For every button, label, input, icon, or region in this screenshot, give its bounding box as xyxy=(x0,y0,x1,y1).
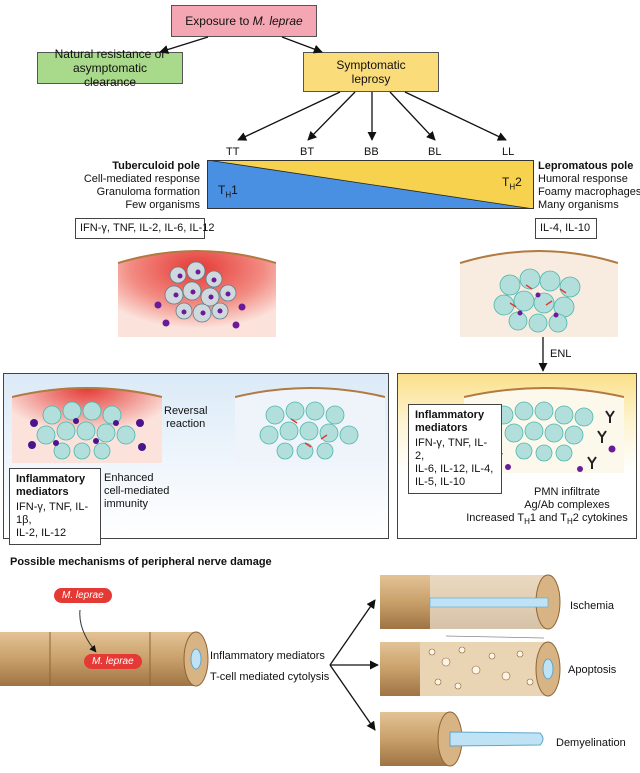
organism-label-upper-text: M. leprae xyxy=(62,590,104,601)
tuberculoid-cytokines-box: IFN-γ, TNF, IL-2, IL-6, IL-12 xyxy=(75,218,214,239)
enl-mediators-title: Inflammatory xyxy=(415,409,485,421)
spectrum-tt: TT xyxy=(226,146,240,158)
lepromatous-title: Lepromatous pole xyxy=(538,160,634,172)
enhanced-line: Enhanced xyxy=(104,472,154,484)
arrow-to-bt xyxy=(307,91,356,141)
exposure-prefix: Exposure to xyxy=(185,14,253,28)
arrow-to-symptomatic xyxy=(281,36,323,54)
enl-mediators-line: IL-6, IL-12, IL-4, xyxy=(415,463,494,475)
reversal-label-line2: reaction xyxy=(166,418,206,430)
th2-main: T xyxy=(502,175,510,189)
enl-mediators-line: IFN-γ, TNF, IL-2, xyxy=(415,437,488,462)
reversal-mediators-title: mediators xyxy=(16,486,69,498)
enl-note3-sub1: H xyxy=(524,517,530,527)
reversal-label: Reversal reaction xyxy=(164,405,207,431)
th2-label: TH2 xyxy=(502,176,522,193)
reversal-label-line1: Reversal xyxy=(164,405,208,417)
enl-mediators-box: Inflammatory mediators IFN-γ, TNF, IL-2,… xyxy=(408,404,502,494)
tuberculoid-pole-text: Tuberculoid pole Cell-mediated response … xyxy=(84,160,200,212)
enl-note: Ag/Ab complexes xyxy=(524,499,610,511)
symptomatic-leprosy-box: Symptomatic leprosy xyxy=(303,52,439,92)
enl-mediators-title: mediators xyxy=(415,422,468,434)
enl-mediators-line: IL-5, IL-10 xyxy=(415,476,466,488)
exposure-organism: M. leprae xyxy=(252,14,303,28)
natural-resistance-text: Natural resistance or asymptomatic clear… xyxy=(54,47,166,89)
arrow-to-bl xyxy=(389,91,436,141)
enl-note3-sub2: H xyxy=(566,517,573,527)
nerve-damage-illustration xyxy=(0,574,561,767)
th2-sub: H xyxy=(509,182,516,192)
th1-main: T xyxy=(218,183,226,197)
lepromatous-lesion-illustration xyxy=(460,250,618,337)
enl-note: PMN infiltrate xyxy=(533,486,601,498)
reversal-source-lesion-illustration xyxy=(235,387,385,463)
nerve-damage-heading: Possible mechanisms of peripheral nerve … xyxy=(10,556,272,568)
reversal-mediators-line: IFN-γ, TNF, IL-1β, xyxy=(16,501,89,526)
spectrum-ll: LL xyxy=(502,146,515,158)
outcome-ischemia: Ischemia xyxy=(570,600,615,612)
enhanced-line: cell-mediated xyxy=(104,485,170,497)
organism-label-upper: M. leprae xyxy=(54,588,112,603)
organism-label-lower: M. leprae xyxy=(84,654,142,669)
symptomatic-leprosy-text: Symptomatic leprosy xyxy=(336,58,406,86)
enl-label: ENL xyxy=(550,348,572,360)
enhanced-line: immunity xyxy=(104,498,149,510)
arrow-to-ll xyxy=(404,91,507,141)
tuberculoid-line: Cell-mediated response xyxy=(83,173,200,185)
enl-note3-prefix: Increased T xyxy=(466,512,525,524)
enhanced-immunity-text: Enhanced cell-mediated immunity xyxy=(104,472,169,511)
th-spectrum-bar xyxy=(207,160,534,209)
reversal-mediators-box: Inflammatory mediators IFN-γ, TNF, IL-1β… xyxy=(9,468,101,545)
lepromatous-pole-text: Lepromatous pole Humoral response Foamy … xyxy=(538,160,640,212)
enl-note-cytokines: Increased TH1 and TH2 cytokines xyxy=(457,512,637,528)
natural-resistance-box: Natural resistance or asymptomatic clear… xyxy=(37,47,183,89)
lepromatous-line: Foamy macrophages xyxy=(538,186,640,198)
spectrum-bt: BT xyxy=(300,146,315,158)
reversal-lesion-illustration xyxy=(12,387,162,463)
outcome-demyelination: Demyelination xyxy=(556,737,626,749)
tuberculoid-line: Few organisms xyxy=(125,199,200,211)
spectrum-bl: BL xyxy=(428,146,442,158)
tuberculoid-title: Tuberculoid pole xyxy=(112,160,200,172)
spectrum-bb: BB xyxy=(364,146,379,158)
mechanism-tcell: T-cell mediated cytolysis xyxy=(210,671,330,683)
th1-sub: H xyxy=(225,190,232,200)
mechanism-inflammatory: Inflammatory mediators xyxy=(210,650,325,662)
arrow-to-tt xyxy=(237,91,341,141)
th1-end: 1 xyxy=(231,183,238,197)
enl-note3-mid: 1 and T xyxy=(529,512,567,524)
tuberculoid-lesion-illustration xyxy=(118,250,276,337)
enl-notes: PMN infiltrate Ag/Ab complexes Increased… xyxy=(466,486,637,528)
arrow-to-natural xyxy=(159,36,209,54)
lepromatous-line: Many organisms xyxy=(538,199,619,211)
lepromatous-cytokines-box: IL-4, IL-10 xyxy=(535,218,597,239)
reversal-mediators-title: Inflammatory xyxy=(16,473,86,485)
th2-end: 2 xyxy=(515,175,522,189)
lepromatous-line: Humoral response xyxy=(538,173,628,185)
outcome-apoptosis: Apoptosis xyxy=(568,664,617,676)
tuberculoid-line: Granuloma formation xyxy=(96,186,200,198)
enl-note3-end: 2 cytokines xyxy=(572,512,628,524)
th1-label: TH1 xyxy=(218,184,238,201)
exposure-box: Exposure to M. leprae xyxy=(171,5,317,37)
organism-label-lower-text: M. leprae xyxy=(92,656,134,667)
reversal-mediators-line: IL-2, IL-12 xyxy=(16,527,67,539)
